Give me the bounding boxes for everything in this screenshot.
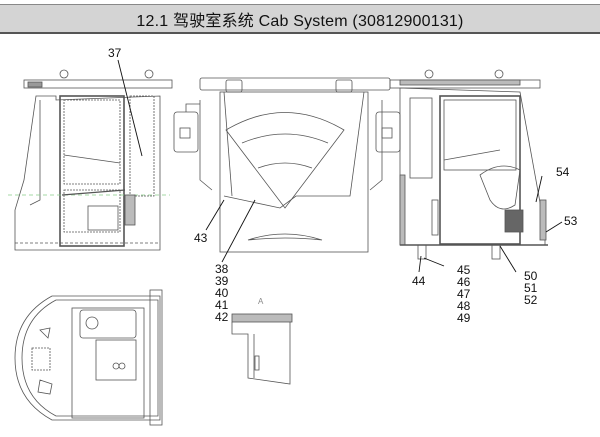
- callout-46: 46: [457, 275, 471, 289]
- callout-53: 53: [564, 214, 578, 228]
- callout-51: 51: [524, 281, 538, 295]
- callout-44: 44: [412, 274, 426, 288]
- right-side-view: [389, 69, 548, 260]
- floor-plan-view: [14, 289, 163, 426]
- leader-43: [205, 199, 225, 231]
- front-view: [199, 77, 391, 253]
- detail-marker: A: [258, 297, 264, 306]
- callout-43: 43: [194, 231, 208, 245]
- callout-47: 47: [457, 287, 471, 301]
- leader-44: [418, 255, 422, 273]
- leader-38: [221, 199, 256, 263]
- callout-48: 48: [457, 299, 471, 313]
- callout-45: 45: [457, 263, 471, 277]
- callout-49: 49: [457, 311, 471, 325]
- callout-group-38-42: 38 39 40 41 42: [215, 263, 228, 323]
- callout-40: 40: [215, 286, 229, 300]
- callout-52: 52: [524, 293, 538, 307]
- leader-37: [117, 59, 143, 157]
- leader-54: [535, 175, 543, 203]
- callout-group-45-49: 45 46 47 48 49: [457, 264, 470, 324]
- callout-39: 39: [215, 274, 229, 288]
- left-side-view: [8, 69, 173, 251]
- page-title: 12.1 驾驶室系统 Cab System (30812900131): [136, 12, 464, 30]
- callout-37: 37: [108, 46, 122, 60]
- callout-38: 38: [215, 262, 229, 276]
- callout-41: 41: [215, 298, 229, 312]
- detail-a-view: [231, 313, 293, 385]
- page-header: 12.1 驾驶室系统 Cab System (30812900131): [0, 4, 600, 34]
- leader-45: [423, 257, 445, 267]
- leader-50: [499, 245, 517, 273]
- callout-group-50-52: 50 51 52: [524, 270, 537, 306]
- callout-42: 42: [215, 310, 229, 324]
- callout-54: 54: [556, 165, 570, 179]
- leader-53: [545, 221, 563, 233]
- callout-50: 50: [524, 269, 538, 283]
